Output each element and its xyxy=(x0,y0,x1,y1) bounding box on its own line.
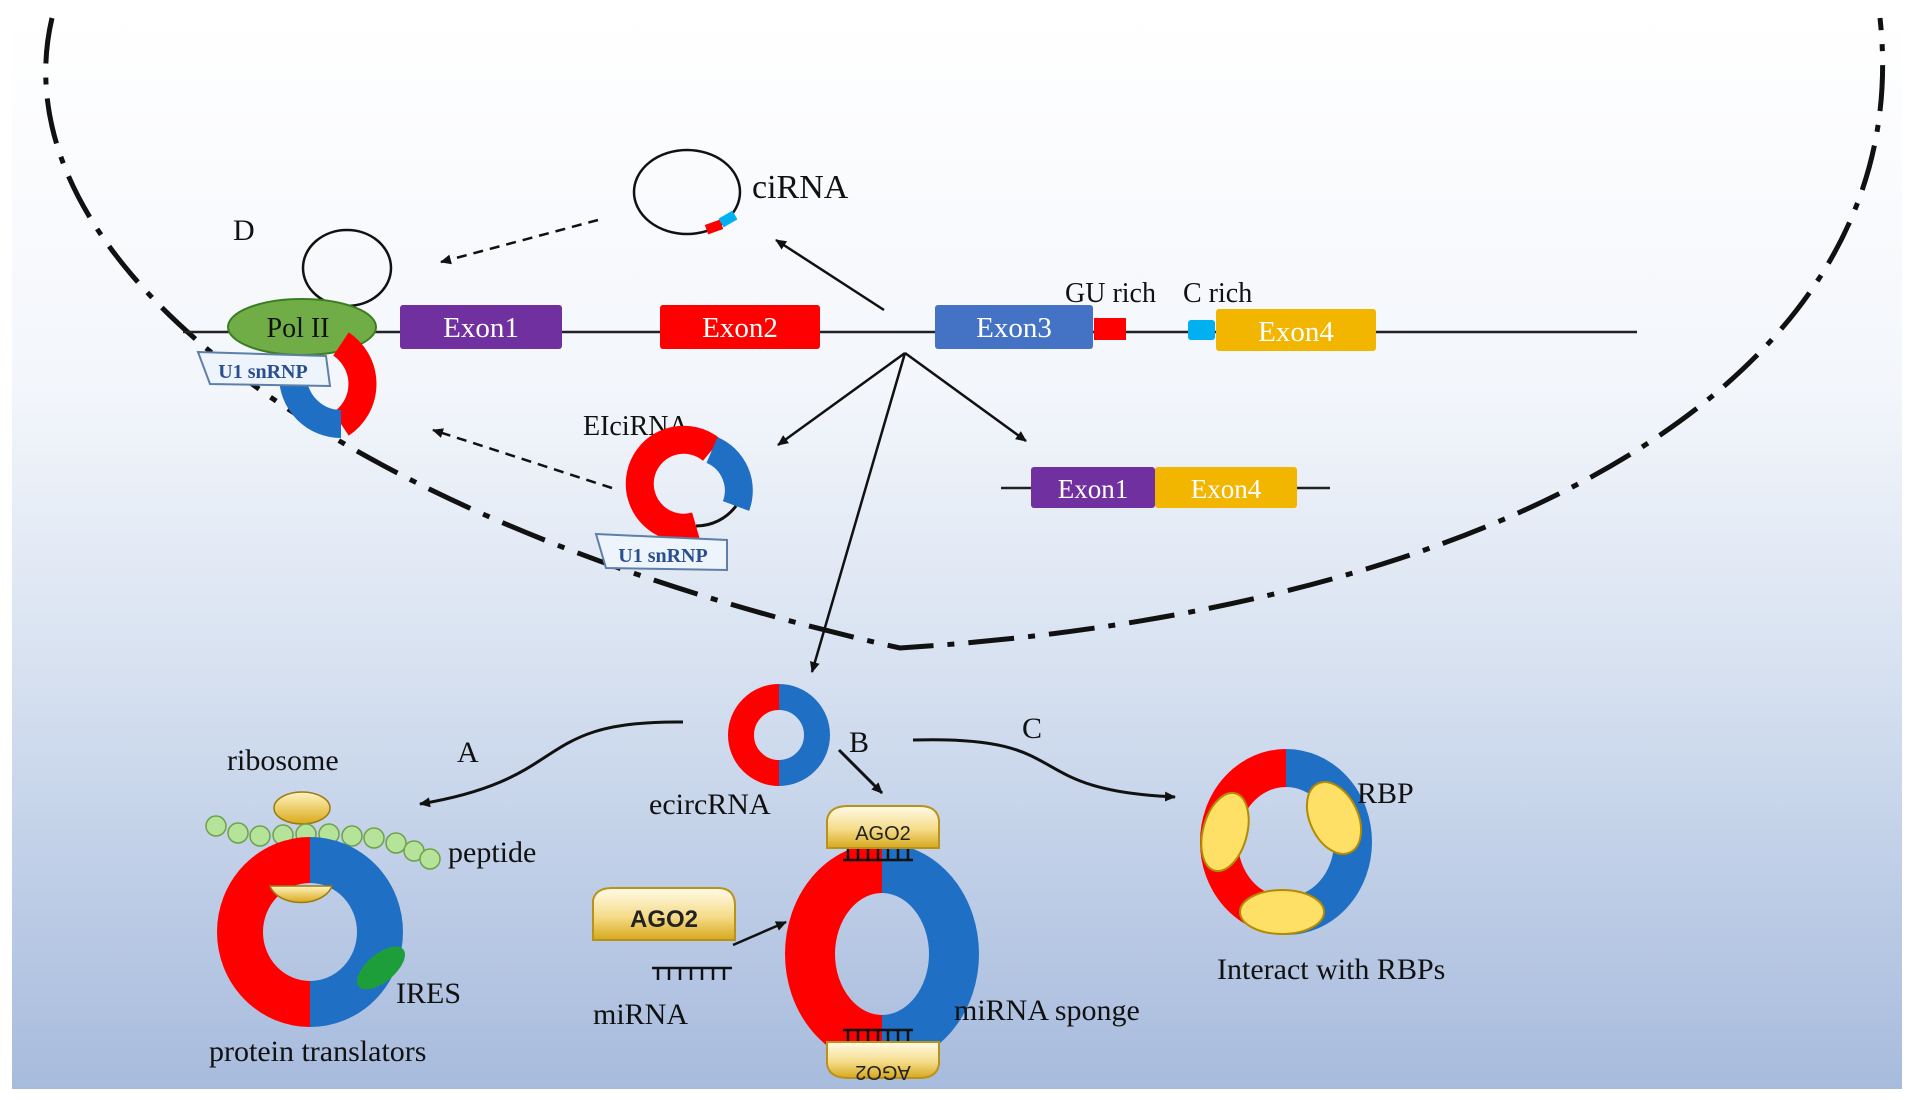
arrow-to-elcirna xyxy=(777,351,906,447)
u1-snrnp-d: U1 snRNP xyxy=(196,350,332,388)
arrow-mirna-to-sponge xyxy=(732,920,787,947)
mirna-label: miRNA xyxy=(593,998,688,1031)
rbp-bottom xyxy=(1239,889,1325,935)
pol2-protein: Pol II xyxy=(227,298,377,356)
exon1-label: Exon1 xyxy=(443,312,519,344)
exon2-label: Exon2 xyxy=(702,312,778,344)
peptide-label: peptide xyxy=(448,836,536,869)
label-d: D xyxy=(233,214,255,247)
ago2-free-label: AGO2 xyxy=(630,906,698,933)
ribosome-bottom xyxy=(268,885,334,904)
gu-rich-label: GU rich xyxy=(1065,278,1156,309)
ago2-bottom-label: AGO2 xyxy=(855,1061,911,1083)
u1-snrnp-d-label: U1 snRNP xyxy=(218,361,307,383)
c-rich-site xyxy=(1188,320,1215,340)
rbp-left xyxy=(1200,791,1250,873)
sponge-mirna-top xyxy=(843,848,913,862)
arrow-elcirna-to-pol2 xyxy=(432,428,613,490)
ago2-top-label: AGO2 xyxy=(855,823,911,845)
cirna-label: ciRNA xyxy=(752,169,849,206)
cirna-circle xyxy=(632,148,742,236)
label-c: C xyxy=(1022,712,1042,745)
arrow-a-translation xyxy=(419,720,684,808)
arrow-b-sponge xyxy=(837,748,884,795)
exon4-box: Exon4 xyxy=(1216,309,1376,351)
u1-snrnp-elci-label: U1 snRNP xyxy=(618,545,707,567)
label-a: A xyxy=(457,736,479,769)
mirna-free xyxy=(652,966,732,980)
c-rich-label: C rich xyxy=(1183,278,1252,309)
arrow-to-cirna xyxy=(775,238,885,312)
label-b: B xyxy=(849,726,869,759)
u1-snrnp-elci: U1 snRNP xyxy=(594,532,728,572)
nucleus-membrane xyxy=(43,17,1886,651)
ires-element xyxy=(357,946,405,990)
exon4-label: Exon4 xyxy=(1258,316,1334,348)
cirna-red-site xyxy=(704,219,724,235)
ago2-bottom: AGO2 xyxy=(826,1041,940,1083)
exon1-box: Exon1 xyxy=(400,305,562,349)
ecircrna-circ xyxy=(728,684,830,786)
elcirna-circ xyxy=(625,425,753,542)
ribosome-top xyxy=(273,791,331,825)
interact-rbps-label: Interact with RBPs xyxy=(1217,953,1445,986)
arrow-c-rbp xyxy=(912,738,1176,802)
ribosome-label: ribosome xyxy=(227,744,339,777)
linear-exon1-box: Exon1 xyxy=(1031,467,1155,508)
pol2-label: Pol II xyxy=(267,313,330,344)
linear-exon4-box: Exon4 xyxy=(1155,467,1297,508)
exon3-box: Exon3 xyxy=(935,305,1093,349)
ago2-free: AGO2 xyxy=(592,887,736,941)
rbp-right xyxy=(1305,781,1363,855)
cirna-blue-site xyxy=(718,210,738,228)
sponge-mirna-bottom xyxy=(843,1028,913,1042)
ecircrna-label: ecircRNA xyxy=(649,788,771,821)
arrow-to-ecircrna xyxy=(809,352,907,673)
rbp-label: RBP xyxy=(1357,777,1414,810)
exon3-label: Exon3 xyxy=(976,312,1052,344)
exon2-box: Exon2 xyxy=(660,305,820,349)
gu-rich-site xyxy=(1094,318,1126,340)
linear-exon4-label: Exon4 xyxy=(1191,474,1262,504)
ires-label: IRES xyxy=(396,977,461,1010)
ago2-top: AGO2 xyxy=(826,805,940,849)
protein-translators-label: protein translators xyxy=(209,1035,426,1068)
arrow-to-linear-product xyxy=(904,351,1027,443)
translator-circ xyxy=(217,837,403,1027)
mirna-sponge-label: miRNA sponge xyxy=(954,994,1140,1027)
linear-exon1-label: Exon1 xyxy=(1058,474,1129,504)
